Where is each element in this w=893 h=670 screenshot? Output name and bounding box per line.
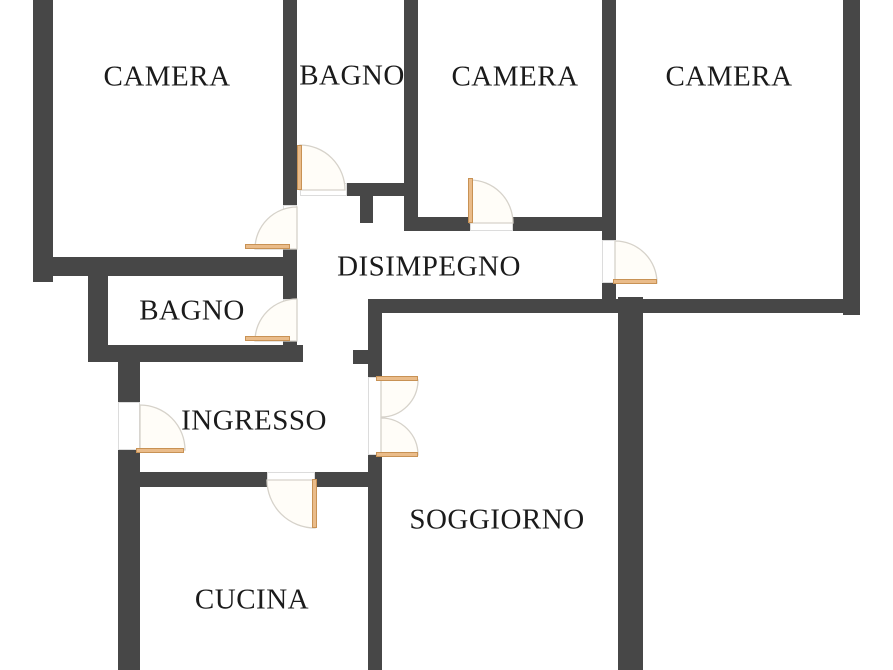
wall-bagno2-left <box>88 276 108 362</box>
cucina-door-arc <box>266 479 316 529</box>
wall-disimpegno-stub-top <box>360 196 373 223</box>
room-label-camera-3: CAMERA <box>665 60 793 93</box>
wall-camera2-bottom-left <box>404 217 470 231</box>
wall-cucina-top-left <box>138 472 267 487</box>
double-door-leaf-top <box>376 376 418 381</box>
room-label-camera-2: CAMERA <box>451 60 579 93</box>
bagno2-door-opening <box>283 299 297 339</box>
wall-soggiorno-left-lower <box>368 455 382 670</box>
camera3-door-leaf <box>613 279 657 284</box>
double-door-leaf-bottom <box>376 452 418 457</box>
room-label-soggiorno: SOGGIORNO <box>409 503 585 536</box>
camera1-door-leaf <box>245 244 290 249</box>
wall-bagno2-bottom <box>88 345 303 362</box>
camera2-door-leaf <box>468 178 473 223</box>
double-door-arc-bottom <box>380 417 419 456</box>
cucina-door-opening <box>267 472 315 487</box>
wall-cucina-left-upper <box>118 362 140 402</box>
camera3-door-arc <box>614 240 658 284</box>
room-label-bagno-2: BAGNO <box>139 294 245 327</box>
wall-soggiorno-left-upper <box>368 299 382 378</box>
wall-camera1-left <box>33 0 53 282</box>
camera3-door-opening <box>602 240 616 283</box>
wall-cucina-left-lower <box>118 450 140 670</box>
wall-bagno1-camera2-divider <box>404 0 418 217</box>
camera2-door-opening <box>470 217 513 231</box>
room-label-cucina: CUCINA <box>194 583 310 616</box>
wall-bagno2-wall-low <box>283 339 297 362</box>
room-label-disimpegno: DISIMPEGNO <box>337 250 521 283</box>
wall-bagno1-bottom <box>345 183 412 196</box>
double-door-arc-top <box>380 379 419 418</box>
room-label-ingresso: INGRESSO <box>181 404 327 437</box>
room-label-camera-1: CAMERA <box>103 60 231 93</box>
wall-camera1-bagno1-divider <box>283 0 297 205</box>
wall-soggiorno-right-thick <box>618 297 643 670</box>
cucina-door-leaf <box>312 479 317 528</box>
camera1-door-opening <box>283 205 297 248</box>
wall-camera1-wall-mid <box>283 248 297 299</box>
bagno2-door-leaf <box>245 336 290 341</box>
bagno1-door-opening <box>300 183 347 196</box>
entrance-door-opening <box>118 402 140 450</box>
wall-cucina-top-right <box>315 472 370 487</box>
wall-ingresso-stub <box>353 350 368 364</box>
wall-camera2-camera3-divider <box>602 0 616 240</box>
wall-bagno2-top <box>33 257 297 276</box>
wall-soggiorno-top <box>368 299 860 313</box>
bagno1-door-leaf <box>297 145 302 190</box>
soggiorno-double-door-opening <box>368 377 382 455</box>
wall-camera2-bottom-right <box>513 217 602 231</box>
entrance-door-leaf <box>136 448 184 453</box>
entrance-door-arc <box>139 404 186 451</box>
room-label-bagno-1: BAGNO <box>299 59 405 92</box>
wall-outer-right <box>843 0 860 315</box>
